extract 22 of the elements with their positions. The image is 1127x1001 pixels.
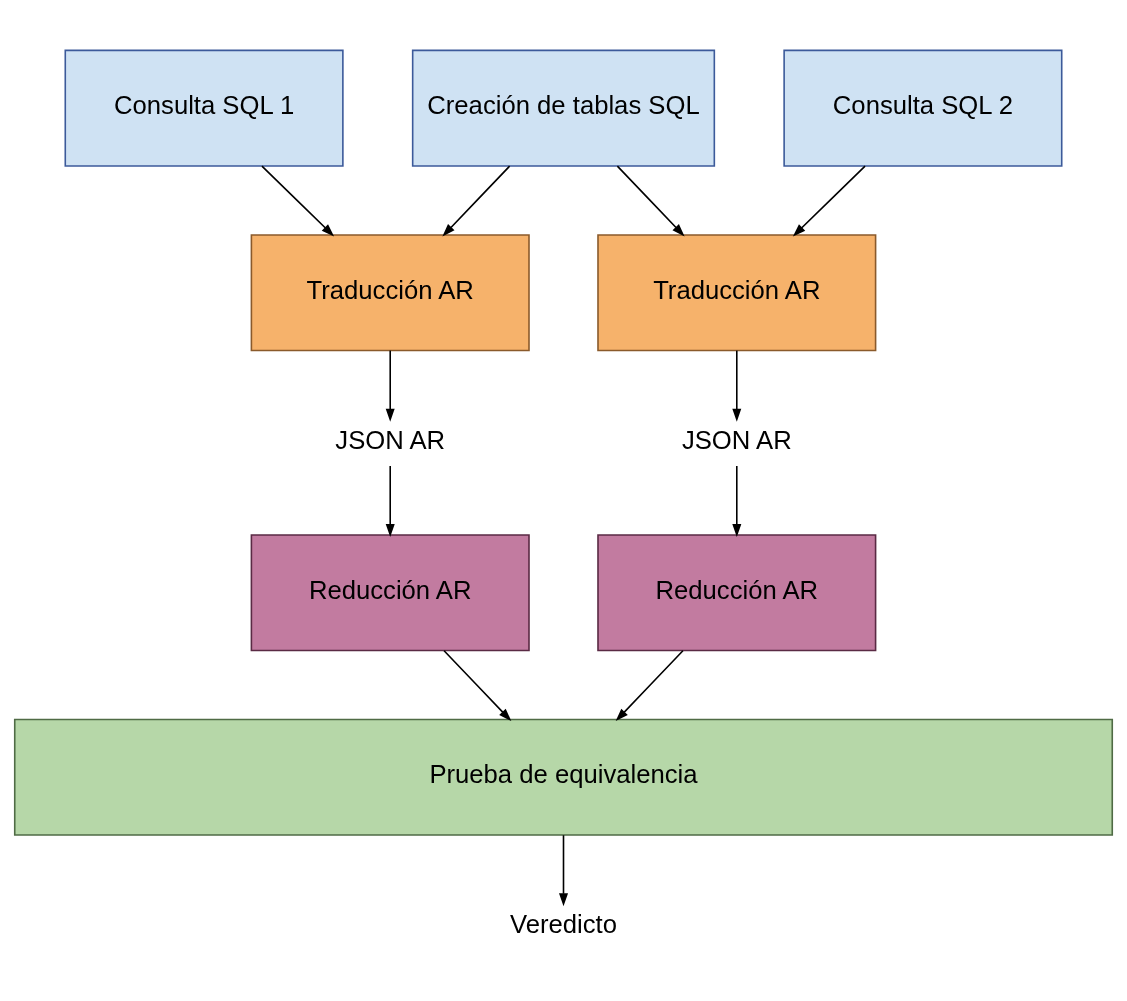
node-text: JSON AR — [681, 425, 792, 454]
arrow — [615, 649, 684, 722]
node-text: JSON AR — [335, 425, 446, 454]
arrow — [732, 349, 742, 422]
arrow — [443, 649, 512, 722]
node-box: Consulta SQL 1 — [64, 49, 344, 167]
node-box: Reducción AR — [250, 534, 530, 652]
arrow — [385, 465, 395, 537]
node-text: Veredicto — [510, 910, 617, 939]
node-box: Reducción AR — [597, 534, 877, 652]
arrow — [559, 834, 568, 907]
arrow — [792, 165, 866, 237]
node-box: Prueba de equivalencia — [13, 718, 1114, 836]
node-box: Traducción AR — [250, 234, 530, 352]
node-box: Consulta SQL 2 — [783, 49, 1063, 167]
arrow — [442, 165, 511, 237]
node-box: Creación de tablas SQL — [411, 49, 716, 167]
arrow — [616, 165, 685, 237]
arrow — [385, 349, 395, 422]
arrow — [732, 465, 742, 537]
arrow — [261, 165, 335, 237]
node-box: Traducción AR — [597, 234, 877, 352]
